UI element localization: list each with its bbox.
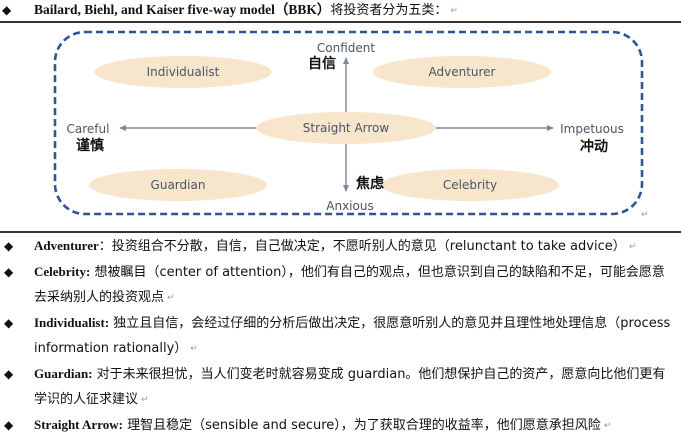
list-item-celebrity: ◆ Celebrity: 想被瞩目（center of attention），他们… <box>0 260 681 311</box>
axis-label-careful-cn: 谨慎 <box>76 137 104 154</box>
axis-label-impetuous: Impetuous <box>560 122 624 136</box>
axis-label-impetuous-cn: 冲动 <box>580 138 608 155</box>
item-term: Adventurer <box>34 238 99 253</box>
list-item-adventurer: ◆ Adventurer：投资组合不分散，自信，自己做决定，不愿听别人的意见（re… <box>0 234 681 260</box>
item-term: Individualist: <box>34 315 109 330</box>
item-desc: 理智且稳定（sensible and secure），为了获取合理的收益率，他们… <box>127 418 601 433</box>
item-term: Celebrity: <box>34 264 90 279</box>
diamond-bullet-icon: ◆ <box>4 362 13 387</box>
paragraph-mark-icon: ↵ <box>641 210 649 220</box>
list-item-individualist: ◆ Individualist: 独立且自信，会经过仔细的分析后做出决定，很愿意听… <box>0 311 681 362</box>
diamond-bullet-icon: ◆ <box>4 234 13 259</box>
item-term: Guardian: <box>34 366 93 381</box>
axis-label-confident: Confident <box>317 41 375 55</box>
label-guardian: Guardian <box>151 178 206 192</box>
label-celebrity: Celebrity <box>443 178 497 192</box>
paragraph-mark-icon: ↵ <box>167 293 175 303</box>
paragraph-mark-icon: ↵ <box>629 242 637 252</box>
paragraph-mark-icon: ↵ <box>190 344 198 354</box>
item-term: Straight Arrow: <box>34 417 123 432</box>
item-desc: 想被瞩目（center of attention），他们有自己的观点，但也意识到… <box>34 265 665 306</box>
list-item-guardian: ◆ Guardian: 对于未来很担忧，当人们变老时就容易变成 guardian。… <box>0 362 681 413</box>
axis-label-careful: Careful <box>67 122 110 136</box>
paragraph-mark-icon: ↵ <box>604 421 612 431</box>
axis-label-anxious-cn: 焦虑 <box>355 175 384 192</box>
diamond-bullet-icon: ◆ <box>4 311 13 336</box>
paragraph-mark-icon: ↵ <box>141 395 149 405</box>
axis-label-anxious: Anxious <box>326 199 373 213</box>
diamond-bullet-icon: ◆ <box>4 413 13 438</box>
label-straight-arrow: Straight Arrow <box>303 121 390 135</box>
investor-type-list: ◆ Adventurer：投资组合不分散，自信，自己做决定，不愿听别人的意见（re… <box>0 234 681 438</box>
item-desc: 投资组合不分散，自信，自己做决定，不愿听别人的意见（relunctant to … <box>112 239 626 254</box>
bottom-rule <box>0 231 681 233</box>
diamond-bullet-icon: ◆ <box>4 260 13 285</box>
item-desc: 对于未来很担忧，当人们变老时就容易变成 guardian。他们想保护自己的资产，… <box>34 367 665 408</box>
label-adventurer: Adventurer <box>428 65 495 79</box>
list-item-straight-arrow: ◆ Straight Arrow: 理智且稳定（sensible and secu… <box>0 413 681 438</box>
bbk-diagram: Individualist Adventurer Straight Arrow … <box>0 0 681 231</box>
axis-label-confident-cn: 自信 <box>308 55 336 72</box>
item-desc: 独立且自信，会经过仔细的分析后做出决定，很愿意听别人的意见并且理性地处理信息（p… <box>34 316 670 357</box>
label-individualist: Individualist <box>147 65 220 79</box>
item-sep: ： <box>99 239 112 254</box>
